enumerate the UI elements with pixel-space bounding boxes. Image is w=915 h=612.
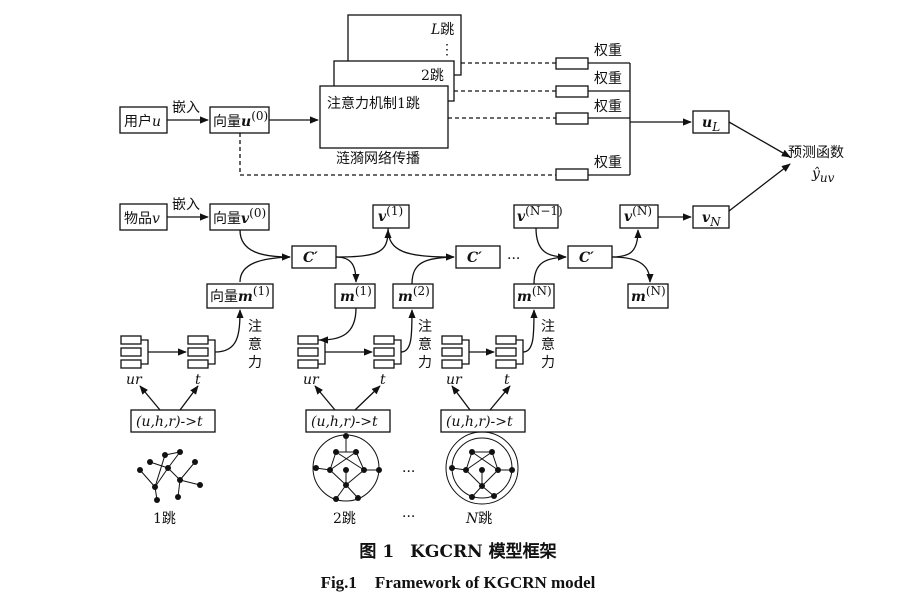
vN-label: v(N) [624,204,652,225]
vector-m1-box [206,283,274,309]
uL-label: uL [702,115,720,134]
weight-box-2 [555,85,589,98]
svg-text:注: 注 [541,319,555,335]
c-prime-label-3: C′ [579,250,594,266]
weight-label-4: 权重 [594,155,622,171]
vN-final-box [692,205,730,229]
vector-m1-label: 向量m(1) [210,284,270,305]
hop-1-attention-box [319,85,449,149]
hop-column-2 [297,307,416,433]
ur-label-N: ur [446,372,463,388]
v1-label: v(1) [378,204,403,225]
ur-label-1: ur [126,372,143,388]
hop-2-label: 2跳 [421,68,444,84]
hop-2-bottom-label: 2跳 [333,511,356,527]
hop-1-label: 1跳 [153,511,176,527]
svg-text:意: 意 [418,336,432,353]
triple-label-1: (u,h,r)->t [136,414,203,430]
triple-label-N: (u,h,r)->t [446,414,513,430]
svg-text:意: 意 [541,336,555,353]
mN-out-label: m(N) [631,284,666,305]
user-label: 用户u [124,113,161,130]
m2-box [392,283,434,309]
yhat-label: ŷuv [811,165,835,185]
vector-u0-label: 向量u(0) [213,109,268,130]
hop-column-1 [120,309,244,433]
hop-L-label: L跳 [430,22,454,38]
svg-text:力: 力 [541,355,555,371]
vN-1-label: v(N−1) [517,204,563,225]
hop-N-label: N跳 [465,511,492,527]
triple-label-2: (u,h,r)->t [311,414,378,430]
weight-label-3: 权重 [594,99,622,115]
svg-text:意: 意 [248,336,262,353]
vector-v0-label: 向量v(0) [213,206,266,227]
ripple-propagation-label: 涟漪网络传播 [336,151,420,167]
c-prime-label-2: C′ [467,250,482,266]
horizontal-dots-1: ··· [507,251,520,267]
weight-label-1: 权重 [594,43,622,59]
mN-label: m(N) [517,284,552,305]
t-label-N: t [504,372,510,388]
v1-box [372,204,410,229]
t-label-1: t [195,372,201,388]
horizontal-dots-2: ··· [402,464,415,480]
attention-label-N: 注 意 力 [541,319,555,371]
weight-box-4 [555,168,589,181]
embed-label-1: 嵌入 [172,100,200,116]
item-label: 物品v [124,211,160,227]
weight-box-3 [555,112,589,125]
attention-label-2: 注 意 力 [418,319,432,371]
vN-final-label: vN [702,210,721,229]
svg-text:注: 注 [418,319,432,335]
horizontal-dots-3: ··· [402,509,415,525]
hop-column-N [440,309,538,433]
attention-label-1: 注 意 力 [248,319,262,371]
m2-label: m(2) [398,284,430,305]
weight-box-1 [555,57,589,70]
t-label-2: t [380,372,386,388]
predict-function-label: 预测函数 [788,145,844,161]
svg-text:力: 力 [418,355,432,371]
svg-text:力: 力 [248,355,262,371]
c-prime-box-2 [455,245,501,269]
m1-label: m(1) [340,284,372,305]
svg-text:注: 注 [248,319,262,335]
vertical-dots: ⋮ [440,42,454,58]
embed-label-2: 嵌入 [172,197,200,213]
c-prime-label-1: C′ [303,250,318,266]
m1-box [334,283,376,309]
weight-label-2: 权重 [594,71,622,87]
mN-out-box [627,283,669,309]
ur-label-2: ur [303,372,320,388]
attention-mechanism-label: 注意力机制1跳 [327,95,420,112]
